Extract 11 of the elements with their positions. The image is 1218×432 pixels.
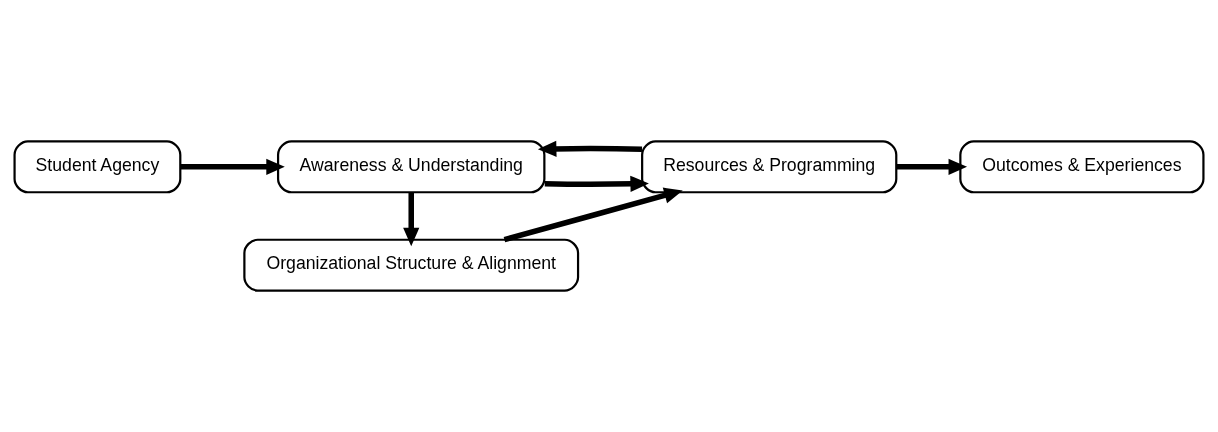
node-box: Awareness & Understanding <box>276 140 546 194</box>
node-box: Student Agency <box>13 140 182 194</box>
node-box: Organizational Structure & Alignment <box>243 238 580 292</box>
node-box: Outcomes & Experiences <box>959 140 1205 194</box>
arrow <box>180 158 285 175</box>
arrow <box>896 158 968 175</box>
arrow <box>503 187 683 243</box>
arrow <box>537 140 643 157</box>
node-box: Resources & Programming <box>641 140 898 194</box>
arrow <box>544 175 649 192</box>
arrow <box>403 192 420 247</box>
